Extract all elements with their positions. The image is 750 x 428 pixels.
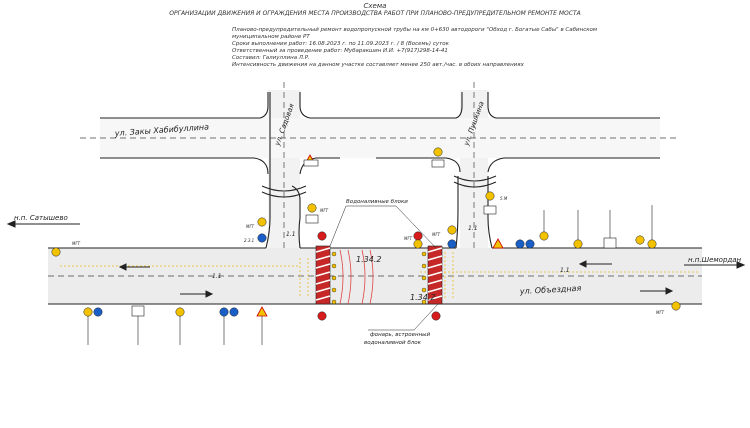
centre-lines <box>48 82 702 277</box>
speed-limit-sign <box>447 225 457 235</box>
direction-sign <box>525 239 535 249</box>
roadworks-sign <box>256 306 268 317</box>
direction-arrows <box>118 260 674 298</box>
info-line: Планово-предупредительный ремонт водопро… <box>232 27 598 33</box>
speed-limit-sign <box>635 235 645 245</box>
info-line: Интенсивность движения на данном участке… <box>232 62 524 68</box>
sign-code: 5.М <box>500 196 508 201</box>
no-entry-sign <box>317 311 327 321</box>
marking-label-4: 1.1 <box>468 225 478 232</box>
info-line: Ответственный за проведение работ: Мубар… <box>232 48 448 54</box>
channel-lines <box>339 249 374 305</box>
warning-lamps <box>331 251 427 305</box>
marking-label-2: 1.1 <box>560 267 570 274</box>
sign-code: МГТ <box>320 208 329 213</box>
speed-limit-sign <box>539 231 549 241</box>
speed-limit-sign <box>257 217 267 227</box>
sign-code: 2.3.1 <box>244 238 254 243</box>
marking-label-1342-a: 1.34.2 <box>356 255 381 264</box>
detour-sign <box>603 237 617 249</box>
speed-limit-sign <box>307 203 317 213</box>
scheme-label: Схема <box>363 2 387 10</box>
sign-code: МГТ <box>72 241 81 246</box>
speed-limit-sign <box>413 239 423 249</box>
blocks-leader <box>329 205 396 247</box>
sign-code: МГТ <box>404 236 413 241</box>
direction-sign <box>447 239 457 249</box>
marking-label-3: 1.1 <box>286 231 296 238</box>
no-entry-sign <box>413 231 423 241</box>
sign-code: МГТ <box>246 224 255 229</box>
plate-sign <box>303 159 319 167</box>
blocks-leader-2 <box>395 205 437 249</box>
scheme-title: ОРГАНИЗАЦИИ ДВИЖЕНИЯ И ОГРАЖДЕНИЯ МЕСТА … <box>169 10 581 17</box>
barrier-sign <box>483 205 497 215</box>
lamp-annotation-2: водоналивной блок <box>364 340 422 346</box>
roadworks-sign <box>492 238 504 249</box>
no-entry-sign <box>317 231 327 241</box>
temporary-marking <box>60 252 700 300</box>
lamp-leader <box>368 303 439 331</box>
detour-sign <box>131 305 145 317</box>
speed-limit-sign <box>485 191 495 201</box>
info-line: Сроки выполнения работ: 16.08.2023 г. по… <box>232 41 449 47</box>
blocks-annotation: Водоналивные блоки <box>346 199 408 205</box>
speed-limit-sign <box>573 239 583 249</box>
top-street-edges <box>100 92 660 175</box>
speed-limit-sign <box>647 239 657 249</box>
barrier-right <box>427 245 443 305</box>
destination-arrows <box>6 220 746 269</box>
destination-left: н.п. Сатышево <box>14 214 68 222</box>
street-label-main: ул. Объездная <box>519 284 582 296</box>
priority-sign <box>51 247 61 257</box>
plate-sign <box>431 159 445 168</box>
speed-limit-sign <box>433 147 443 157</box>
sign-code: МГТ <box>432 232 441 237</box>
speed-limit-sign <box>83 307 93 317</box>
direction-sign <box>515 239 525 249</box>
no-entry-sign <box>431 311 441 321</box>
destination-right: н.п.Шемордан <box>688 256 742 264</box>
direction-sign <box>219 307 229 317</box>
lamp-annotation: фонарь, встроенный <box>370 332 431 338</box>
info-line: муниципальном районе РТ <box>232 34 310 40</box>
marking-label-1: 1.1 <box>212 273 222 280</box>
direction-sign <box>229 307 239 317</box>
direction-sign <box>93 307 103 317</box>
info-line: Составил: Галиуллина Л.Р. <box>232 55 310 61</box>
sign-code: МГТ <box>656 310 665 315</box>
marking-label-1342-b: 1.34.2 <box>410 293 435 302</box>
barrier-left <box>315 245 331 305</box>
direction-sign <box>257 233 267 243</box>
priority-sign <box>671 301 681 311</box>
speed-limit-sign <box>175 307 185 317</box>
barrier-sign <box>305 214 319 224</box>
